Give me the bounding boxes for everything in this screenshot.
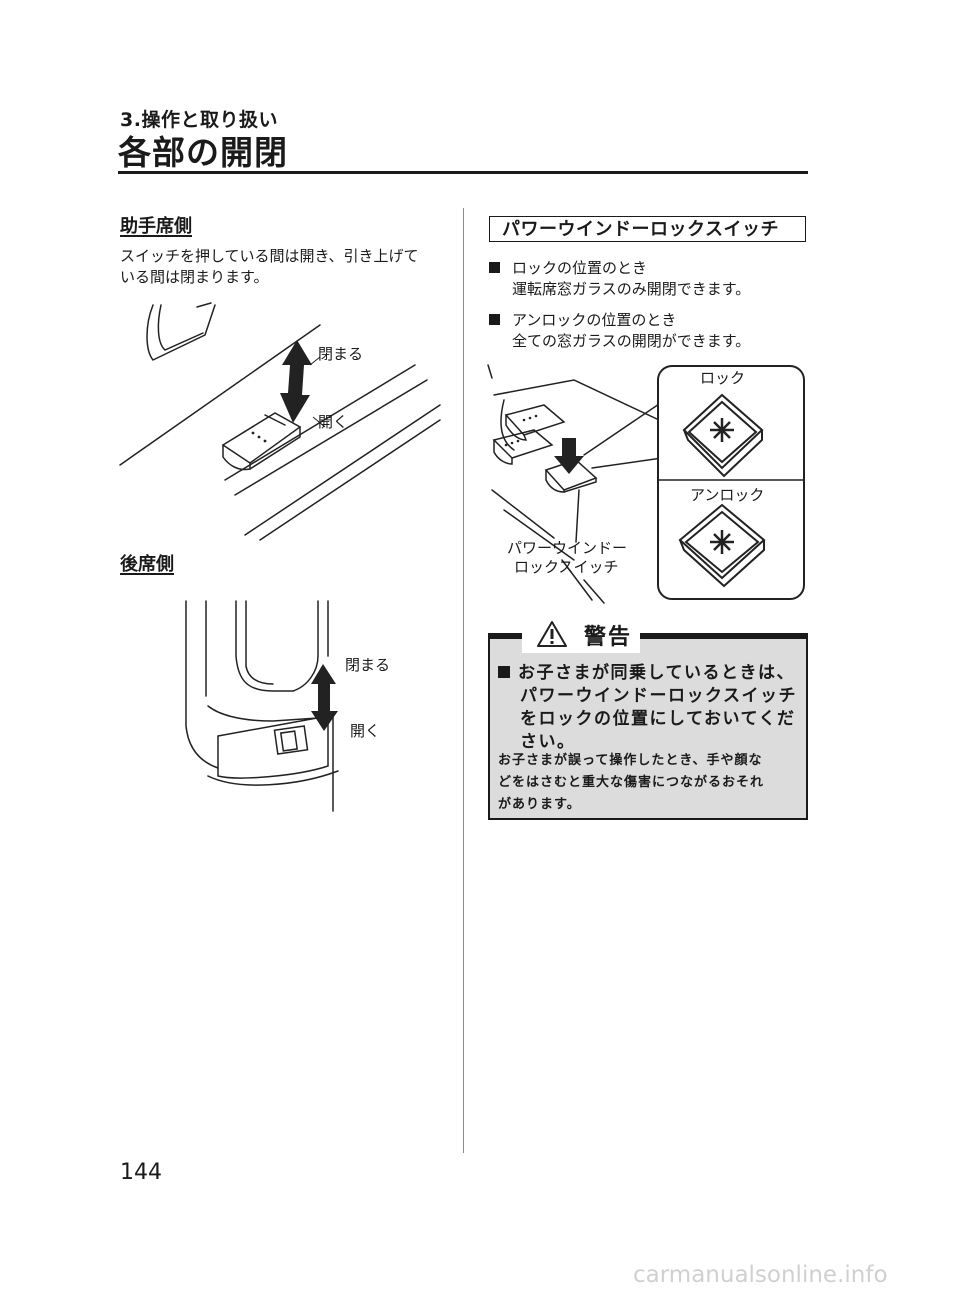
unlock-position-switch (678, 503, 766, 588)
warning-line-1: お子さまが同乗しているときは、 (518, 663, 795, 683)
rear-open-label: 開く (350, 722, 381, 740)
passenger-text-line-1: スイッチを押している間は開き、引き上げて (120, 247, 419, 265)
warning-label: 警告 (584, 625, 633, 650)
lock-switch-caption-2: ロックスイッチ (514, 558, 619, 576)
page-title: 各部の開閉 (118, 133, 288, 172)
warning-line-4: さい。 (520, 732, 576, 752)
lock-label: ロック (700, 369, 746, 387)
open-close-arrow (280, 340, 312, 423)
passenger-switch-illustration (119, 302, 441, 541)
callout-frame (657, 365, 805, 600)
lock-switch-caption-1: パワーウインドー (507, 539, 628, 557)
lock-switch-caption: パワーウインドー ロックスイッチ (507, 539, 627, 577)
warning-note-1: お子さまが誤って操作したとき、手や顔な (498, 753, 763, 768)
warning-top-bar (488, 633, 808, 639)
rear-open-close-arrow (311, 664, 338, 731)
warning-box (488, 633, 808, 820)
column-divider (463, 208, 464, 1153)
bullet-square (489, 314, 500, 325)
bullet-unlock-detail: 全ての窓ガラスの開閉ができます。 (512, 332, 751, 350)
rear-side-heading: 後席側 (120, 554, 174, 575)
warning-triangle-icon (537, 621, 567, 647)
passenger-side-heading: 助手席側 (120, 216, 192, 237)
lock-position-switch (682, 393, 764, 478)
unlock-label: アンロック (690, 486, 765, 504)
warning-note: お子さまが誤って操作したとき、手や顔な どをはさむと重大な傷害につながるおそれ … (498, 750, 764, 816)
passenger-open-label: 開く (318, 413, 349, 431)
rear-close-label: 閉まる (345, 656, 391, 674)
chapter-label: 3.操作と取り扱い (120, 109, 278, 131)
warning-line-3: をロックの位置にしておいてくだ (520, 709, 796, 729)
warning-bullet-square (498, 666, 510, 678)
warning-note-2: どをはさむと重大な傷害につながるおそれ (498, 775, 765, 790)
passenger-text-line-2: いる間は閉まります。 (120, 268, 269, 286)
passenger-side-text: スイッチを押している間は開き、引き上げて いる間は閉まります。 (120, 246, 419, 288)
lock-switch-heading: パワーウインドーロックスイッチ (489, 216, 806, 242)
warning-line-2: パワーウインドーロックスイッチ (520, 686, 797, 706)
lock-switch-illustration (487, 364, 805, 604)
page-number: 144 (120, 1160, 162, 1185)
bullet-lock-detail: 運転席窓ガラスのみ開閉できます。 (512, 280, 751, 298)
bullet-unlock-title: アンロックの位置のとき (512, 311, 677, 329)
bullet-unlock-position: アンロックの位置のとき 全ての窓ガラスの開閉ができます。 (489, 310, 750, 352)
bullet-square (489, 262, 500, 273)
warning-label-area: 警告 (522, 617, 640, 653)
title-rule (118, 171, 808, 174)
bullet-lock-position: ロックの位置のとき 運転席窓ガラスのみ開閉できます。 (489, 258, 750, 300)
warning-main-text: お子さまが同乗しているときは、 パワーウインドーロックスイッチ をロックの位置に… (498, 662, 797, 754)
warning-note-3: があります。 (498, 797, 581, 812)
rear-switch-illustration (185, 600, 339, 812)
watermark: carmanualsonline.info (633, 1262, 888, 1288)
bullet-lock-title: ロックの位置のとき (512, 259, 648, 277)
passenger-close-label: 閉まる (318, 345, 364, 363)
